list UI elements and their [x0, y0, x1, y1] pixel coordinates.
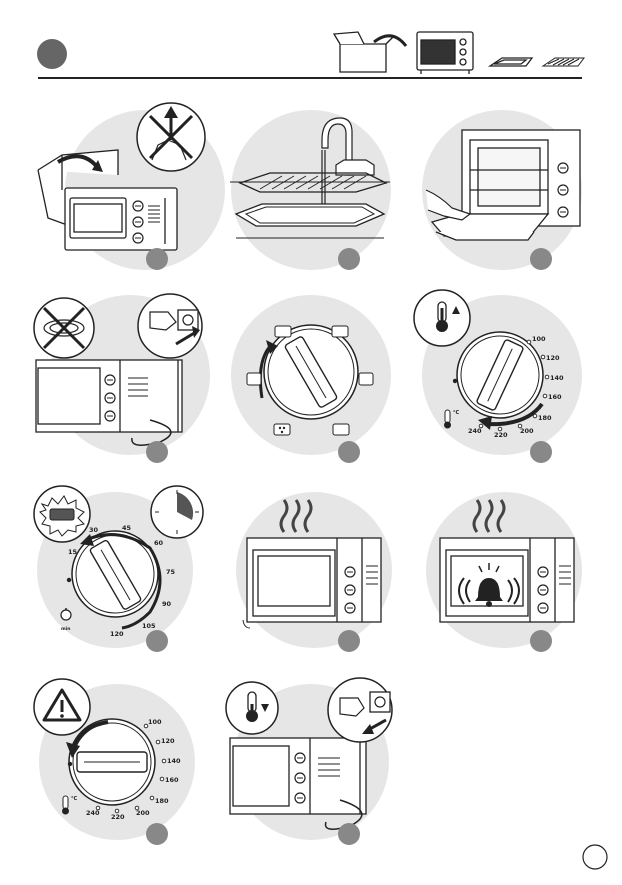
temp-180: 180	[155, 797, 169, 805]
timer-75: 75	[166, 568, 176, 576]
timer-45: 45	[122, 524, 132, 532]
temp-unit-label: °C	[71, 796, 78, 802]
step-badge	[338, 248, 360, 270]
temp-140: 140	[167, 757, 181, 765]
temp-unit-label: °C	[453, 410, 460, 416]
timer-120: 120	[110, 630, 124, 638]
page-number-circle	[583, 845, 607, 869]
temp-160: 160	[165, 776, 179, 784]
step-6-temperature-knob: °C 100 120 140 160 180 200 220 240	[414, 290, 582, 463]
temp-200: 200	[136, 809, 150, 817]
temp-220: 220	[494, 431, 508, 439]
step-badge	[146, 441, 168, 463]
temp-100: 100	[148, 718, 162, 726]
temp-220: 220	[111, 813, 125, 821]
step-badge	[146, 630, 168, 652]
timer-90: 90	[162, 600, 172, 608]
timer-15: 15	[68, 548, 78, 556]
baking-tray-icon	[490, 58, 532, 66]
step-9-bell	[426, 492, 582, 652]
step-5-mode-knob	[231, 295, 391, 463]
header	[37, 32, 584, 78]
step-8-heating	[236, 492, 392, 652]
step-badge	[146, 823, 168, 845]
temp-160: 160	[548, 393, 562, 401]
timer-30: 30	[89, 526, 99, 534]
mode-icon-top-left	[275, 326, 291, 337]
step-10-turn-off: °C 100 120 140 160 180 200 220 240	[34, 679, 195, 845]
step-badge	[146, 248, 168, 270]
step-badge	[338, 630, 360, 652]
step-11-unplug	[226, 678, 392, 845]
temp-240: 240	[468, 427, 482, 435]
wire-rack-icon	[543, 58, 584, 66]
step-7-timer-knob: min 15 30 45 60 75 90 105 120	[34, 486, 203, 652]
open-box-icon	[334, 32, 406, 72]
step-4-plug-in	[34, 294, 210, 463]
step-badge	[338, 823, 360, 845]
timer-105: 105	[142, 622, 156, 630]
mode-icon-bottom-left	[274, 424, 290, 435]
step-2-wash	[230, 110, 391, 270]
thermometer-icon	[444, 410, 451, 429]
temp-200: 200	[520, 427, 534, 435]
timer-60: 60	[154, 539, 164, 547]
step-badge	[338, 441, 360, 463]
step-3-insert-tray	[422, 110, 582, 270]
temp-140: 140	[550, 374, 564, 382]
temp-180: 180	[538, 414, 552, 422]
step-badge	[530, 441, 552, 463]
mode-icon-right	[359, 373, 373, 385]
step-badge	[530, 248, 552, 270]
step-1-unpack	[38, 103, 225, 270]
timer-unit-label: min	[61, 626, 70, 632]
mode-icon-left	[247, 373, 261, 385]
thermometer-icon	[62, 796, 69, 815]
temp-120: 120	[546, 354, 560, 362]
oven-icon	[417, 32, 473, 74]
mode-icon-top-right	[332, 326, 348, 337]
temp-120: 120	[161, 737, 175, 745]
step-badge	[530, 630, 552, 652]
temp-100: 100	[532, 335, 546, 343]
section-badge	[37, 39, 67, 69]
mode-icon-bottom-right	[333, 424, 349, 435]
